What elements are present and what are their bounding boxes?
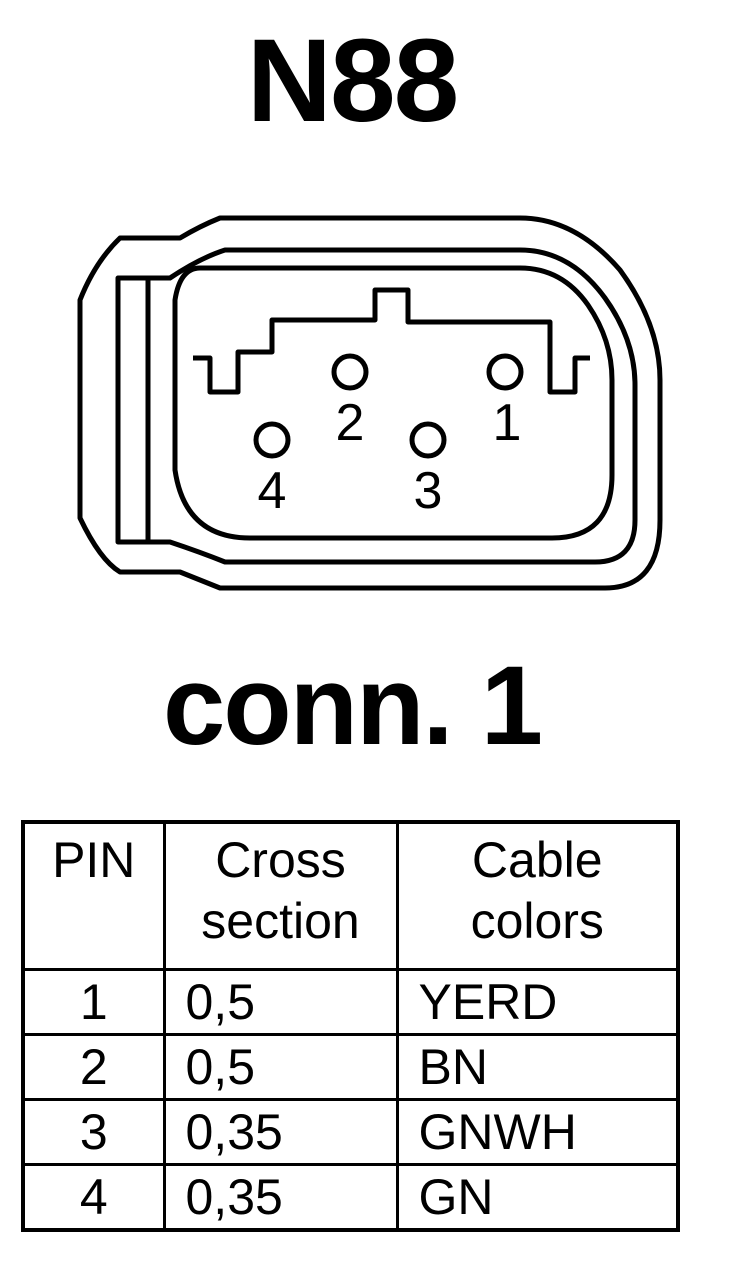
header-cable-colors-line2: colors <box>470 893 604 949</box>
row-pin: 1 <box>21 968 166 1036</box>
connector-housing-inner <box>115 247 638 565</box>
row-cross-section: 0,5 <box>162 968 399 1036</box>
pin-label-1: 1 <box>493 394 522 452</box>
connector-diagram: 1 2 3 4 <box>77 215 663 591</box>
pin-3-contact <box>409 421 447 459</box>
row-pin: 2 <box>21 1033 166 1101</box>
pin-2-contact <box>331 353 369 391</box>
connector-title: conn. 1 <box>162 643 543 768</box>
table-row: 4 0,35 GN <box>21 1163 680 1232</box>
row-cable-color: YERD <box>395 968 680 1036</box>
pin-label-2: 2 <box>336 394 365 452</box>
row-cable-color: GN <box>395 1163 680 1232</box>
row-cross-section: 0,35 <box>162 1163 399 1232</box>
table-row: 3 0,35 GNWH <box>21 1098 680 1166</box>
row-cable-color: GNWH <box>395 1098 680 1166</box>
row-cable-color: BN <box>395 1033 680 1101</box>
header-cross-section-line2: section <box>201 893 360 949</box>
header-pin: PIN <box>21 820 166 971</box>
table-header-row: PIN Cross section Cable colors <box>21 820 680 971</box>
row-cross-section: 0,5 <box>162 1033 399 1101</box>
header-cross-section: Cross section <box>162 820 399 971</box>
header-cross-section-line1: Cross <box>215 832 346 888</box>
connector-insert <box>172 265 615 541</box>
table-row: 1 0,5 YERD <box>21 968 680 1036</box>
header-pin-label: PIN <box>52 832 136 888</box>
row-pin: 4 <box>21 1163 166 1232</box>
pin-assignment-table: PIN Cross section Cable colors 1 0,5 YER… <box>21 820 680 1232</box>
pin-label-3: 3 <box>414 462 443 520</box>
component-title: N88 <box>246 15 459 147</box>
header-cable-colors-line1: Cable <box>471 832 603 888</box>
connector-keying-profile <box>193 287 590 395</box>
row-cross-section: 0,35 <box>162 1098 399 1166</box>
table-row: 2 0,5 BN <box>21 1033 680 1101</box>
header-cable-colors: Cable colors <box>395 820 680 971</box>
pin-4-contact <box>253 421 291 459</box>
connector-housing-outer <box>77 215 663 591</box>
pin-1-contact <box>486 353 524 391</box>
pin-label-4: 4 <box>258 462 287 520</box>
row-pin: 3 <box>21 1098 166 1166</box>
